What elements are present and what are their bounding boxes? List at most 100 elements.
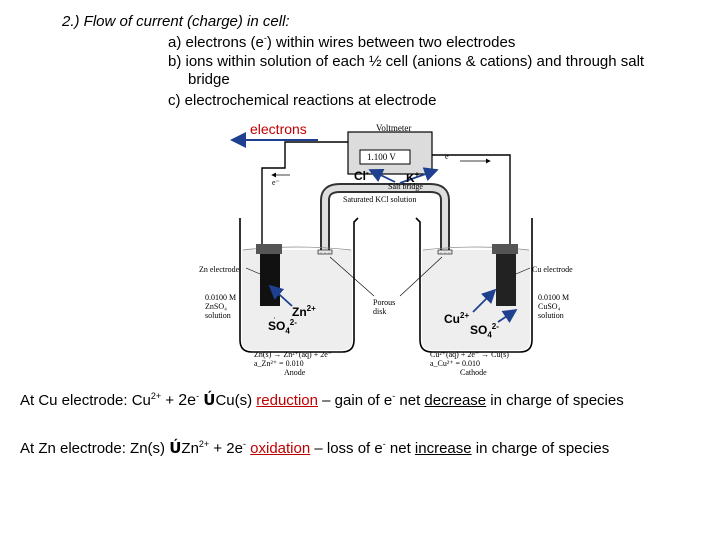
porous-disk-left <box>317 249 333 255</box>
point-c: c) electrochemical reactions at electrod… <box>168 92 437 109</box>
zn-ion-charge: 2+ <box>198 439 210 449</box>
zn-solution-line: ZnSO₄ <box>205 302 227 311</box>
sulfate-left-charge: 2- <box>289 318 297 327</box>
copper-ion-text: Cu <box>444 312 460 326</box>
reaction-arrow-symbol: Ú <box>203 391 216 409</box>
point-a-sup: - <box>263 33 267 43</box>
cathode-activity: a_Cu²⁺ = 0.010 <box>430 359 481 368</box>
zn-line-loss-text: – loss of e <box>310 440 383 457</box>
zn-solution-line: solution <box>205 311 231 320</box>
cu-line-electron-charge: - <box>196 391 200 401</box>
zn-electrode <box>260 250 280 306</box>
cu-line-plus: + <box>161 392 179 409</box>
cu-line-electrons: 2e <box>178 392 197 409</box>
cu-ion-arrow <box>472 288 497 313</box>
zn-line-prefix: At Zn electrode: Zn(s) <box>20 440 170 457</box>
point-a-text-end: ) within wires between two electrodes <box>266 34 516 51</box>
cu-line-product: Cu(s) <box>215 392 253 409</box>
cu-electrode-top <box>492 244 518 254</box>
left-beaker <box>239 217 359 353</box>
electrons-label: electrons <box>250 121 307 137</box>
cathode-label: Cathode <box>460 368 487 377</box>
oxidation-term: oxidation <box>250 440 311 457</box>
zn-line-electrons: + 2e <box>209 440 243 457</box>
sulfate-ion-right-label: SO42- <box>470 322 499 339</box>
point-b-line2: bridge <box>188 71 230 88</box>
cu-solution-line: 0.0100 M <box>538 293 570 302</box>
sulfate-left-subscript: 4 <box>285 326 290 336</box>
anode-label: Anode <box>284 368 306 377</box>
zn-line-e-charge: - <box>382 439 386 449</box>
zn-line-net: net <box>385 440 415 457</box>
cu-line-net: net <box>395 392 425 409</box>
voltmeter-display <box>359 149 411 165</box>
cu-solution-line: CuSO₄ <box>538 302 561 311</box>
cu-line-tail: in charge of species <box>486 392 624 409</box>
reaction-arrow-symbol: Ú <box>169 439 182 457</box>
right-beaker <box>415 217 533 353</box>
cathode-reaction: Cu²⁺(aq) + 2e⁻ → Cu(s) <box>430 350 509 359</box>
point-a-text: a) electrons (e <box>168 34 264 51</box>
zn-electrode-reaction: At Zn electrode: Zn(s) ÚZn2+ + 2e- oxida… <box>20 439 609 457</box>
cu-ion-charge: 2+ <box>150 391 162 401</box>
zn-line-electron-charge: - <box>242 439 246 449</box>
cu-electrode <box>496 250 516 306</box>
so4-flow-arrow <box>497 309 518 323</box>
porous-disk-line: Porous <box>373 298 396 307</box>
chloride-ion-text: Cl <box>354 169 366 183</box>
kcl-label: Saturated KCl solution <box>343 195 417 204</box>
sulfate-ion-left-label: SO42- <box>268 318 297 335</box>
potassium-ion-label: K+ <box>406 170 419 185</box>
electron-label-left: e⁻ <box>272 178 280 187</box>
potassium-ion-text: K <box>406 171 415 185</box>
cu-solution-line: solution <box>538 311 564 320</box>
zn-electrode-label: Zn electrode <box>199 265 240 274</box>
voltmeter-label: Voltmeter <box>376 123 412 133</box>
zinc-ion-label: Zn2+ <box>292 304 316 319</box>
zn-line-product: Zn <box>181 440 199 457</box>
zn-solution-line: 0.0100 M <box>205 293 237 302</box>
zn-ion-arrow <box>268 284 293 307</box>
potassium-ion-charge: + <box>414 170 420 179</box>
porous-disk-right <box>437 249 453 255</box>
zinc-ion-text: Zn <box>292 305 307 319</box>
cu-electrode-reaction: At Cu electrode: Cu2+ + 2e- ÚCu(s) reduc… <box>20 391 624 410</box>
salt-bridge-label: Salt bridge <box>388 182 423 191</box>
left-wire <box>261 141 349 282</box>
cl-flow-arrow <box>368 168 396 183</box>
copper-ion-label: Cu2+ <box>444 311 469 326</box>
zn-line-tail: in charge of species <box>471 440 610 457</box>
zinc-ion-charge: 2+ <box>306 304 316 313</box>
point-b-line1: b) ions within solution of each ½ cell (… <box>168 53 645 70</box>
k-flow-arrow <box>399 167 439 184</box>
zn-electrode-top <box>256 244 282 254</box>
sulfate-left-text: SO <box>268 319 286 333</box>
anode-reaction: Zn(s) → Zn²⁺(aq) + 2e⁻ <box>254 350 332 359</box>
decrease-term: decrease <box>424 392 487 409</box>
cu-line-prefix: At Cu electrode: Cu <box>20 392 151 409</box>
left-solution <box>242 250 352 350</box>
porous-disk-line: disk <box>373 307 387 316</box>
electron-label-right: e⁻ <box>445 152 453 161</box>
anode-activity: a_Zn²⁺ = 0.010 <box>254 359 304 368</box>
section-title: 2.) Flow of current (charge) in cell: <box>62 13 290 30</box>
cu-line-e-charge: - <box>392 391 396 401</box>
reduction-term: reduction <box>256 392 318 409</box>
right-wire <box>432 154 511 270</box>
cu-line-gain-text: – gain of e <box>318 392 393 409</box>
voltmeter-reading: 1.100 V <box>367 152 396 162</box>
sulfate-right-subscript: 4 <box>487 330 492 340</box>
cu-electrode-label: Cu electrode <box>532 265 573 274</box>
chloride-ion-label: Cl- <box>354 168 369 183</box>
point-a: a) electrons (e-) within wires between t… <box>168 33 515 51</box>
sulfate-right-charge: 2- <box>491 322 499 331</box>
salt-bridge-inner <box>322 185 448 250</box>
increase-term: increase <box>414 440 472 457</box>
copper-ion-charge: 2+ <box>460 311 470 320</box>
